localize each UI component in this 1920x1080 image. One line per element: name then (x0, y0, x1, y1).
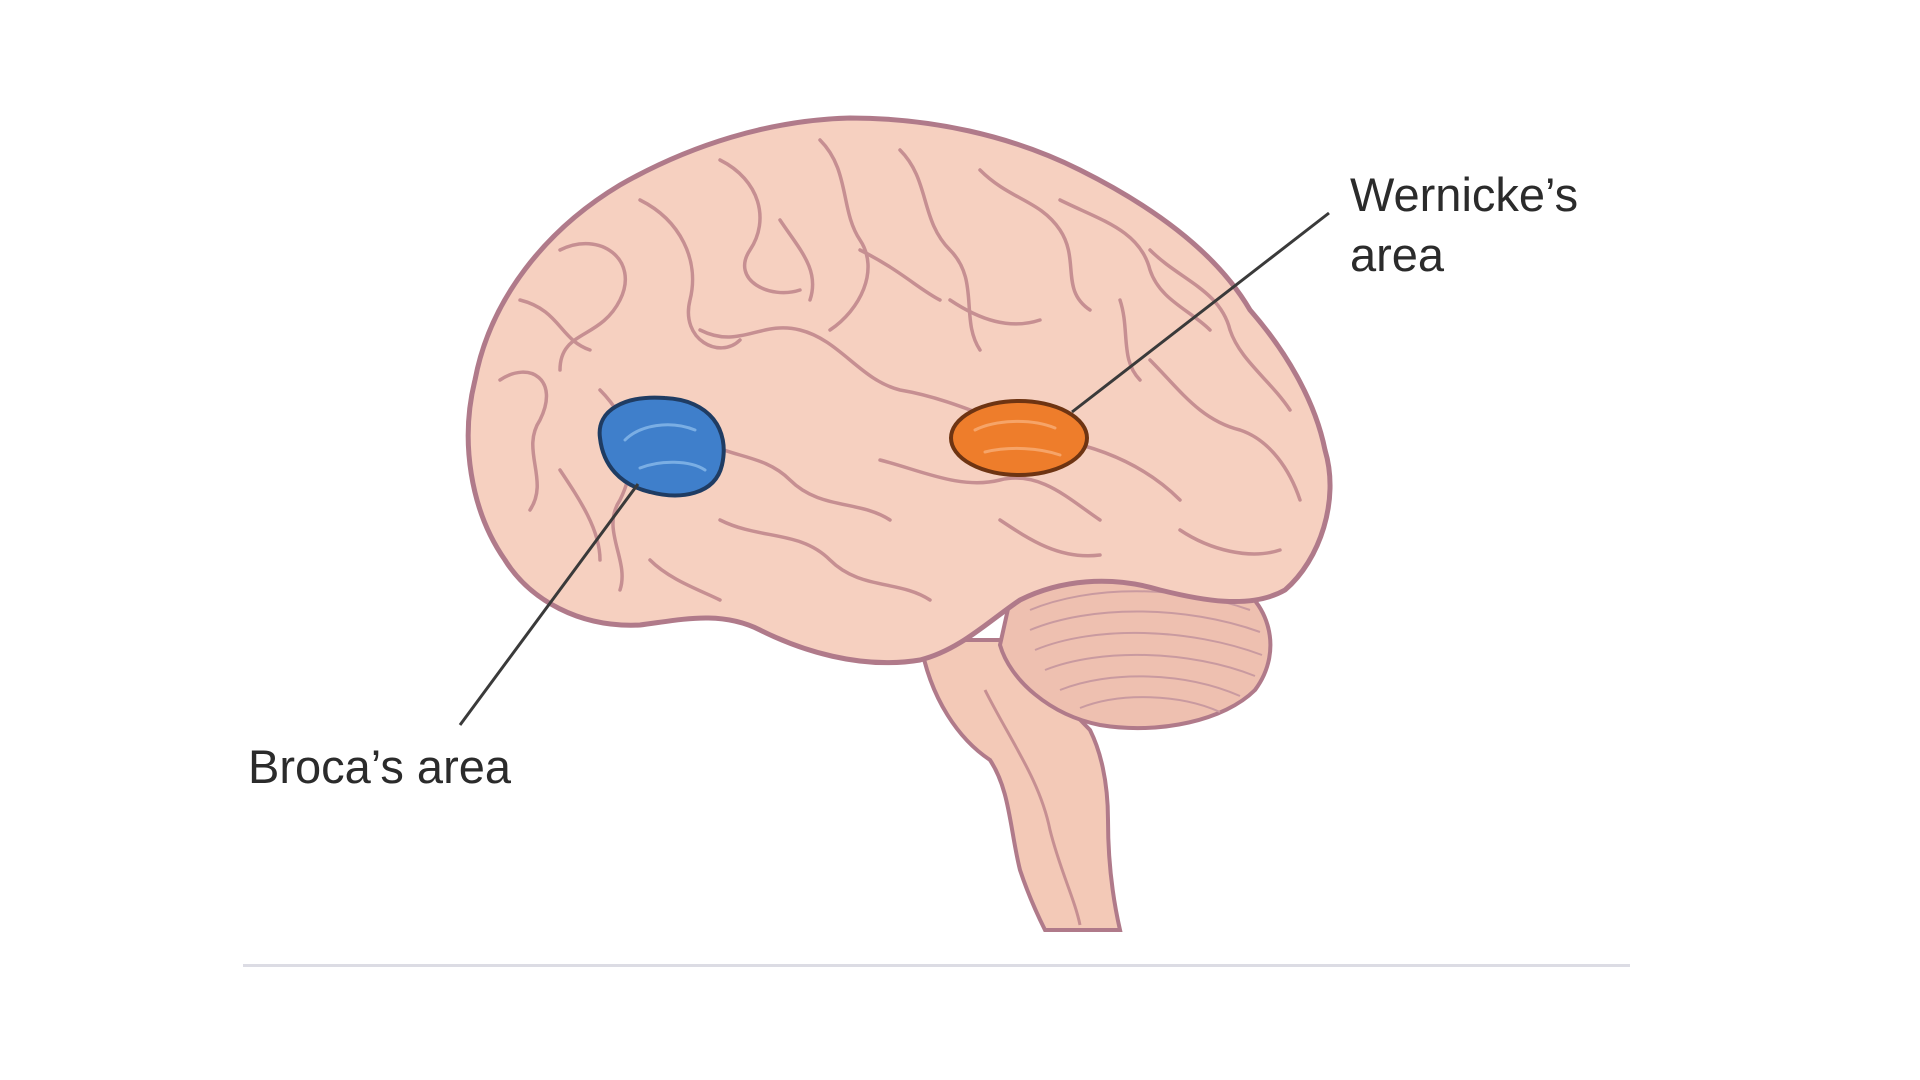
wernicke-area-region (951, 401, 1087, 475)
wernicke-area-label: Wernicke’s area (1350, 165, 1680, 285)
broca-area-label: Broca’s area (248, 737, 668, 797)
divider (243, 964, 1630, 967)
